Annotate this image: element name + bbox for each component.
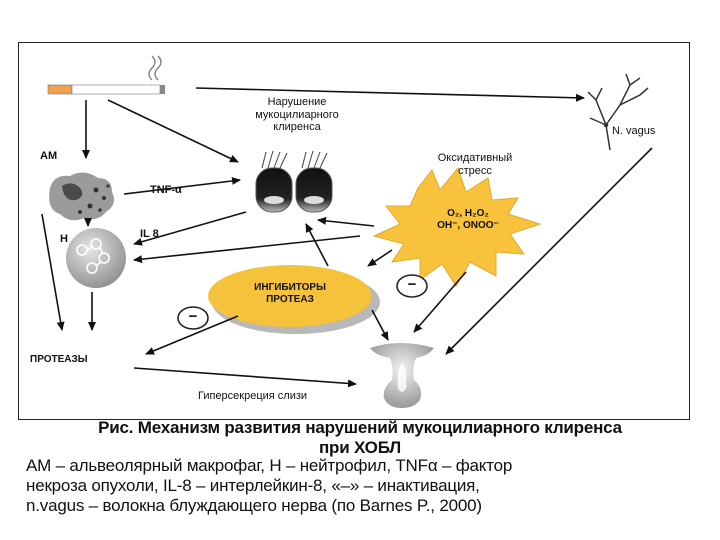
arrow-ox-to-h [133,235,361,264]
label-il8: IL 8 [140,228,159,240]
caption-body-line2: некроза опухоли, IL-8 – интерлейкин-8, «… [26,476,480,495]
oxidative-stress-burst [372,166,542,287]
arrow-ox-to-gland [413,271,467,333]
label-h: Н [60,233,68,245]
label-mucociliary: Нарушение мукоцилиарного клиренса [222,96,372,134]
label-am: АМ [40,150,58,162]
label-n-vagus: N. vagus [612,125,656,137]
label-tnf: TNF-α [150,184,182,196]
figure-caption-body: АМ – альвеолярный макрофаг, Н – нейтрофи… [26,456,696,516]
arrow-vagus-to-gland [445,147,653,355]
caption-title-line1: Рис. Механизм развития нарушений мукоцил… [98,418,622,437]
caption-body-line1: АМ – альвеолярный макрофаг, Н – нейтрофи… [26,456,513,475]
inhibition-symbol-1 [177,306,209,330]
caption-body-line3: n.vagus – волокна блуждающего нерва (по … [26,496,482,515]
arrow-ox-to-cilia [317,216,375,227]
label-minus-1: − [188,308,198,325]
figure-caption-title: Рис. Механизм развития нарушений мукоцил… [0,418,720,458]
label-inhibitors-line1: ИНГИБИТОРЫ [254,282,326,293]
label-oxidative: Оксидативный стресс [400,152,550,177]
arrow-ox-to-inhib [367,249,393,267]
label-oxidative-line2: стресс [458,164,492,177]
label-minus-2: − [407,276,417,293]
label-hypersecretion: Гиперсекреция слизи [198,390,308,402]
label-oxidants-line1: O₂, H₂O₂ [447,208,489,219]
label-mucociliary-line1: Нарушение [267,96,327,108]
label-inhibitors: ИНГИБИТОРЫ ПРОТЕАЗ [230,282,350,305]
arrow-inhib-to-gland [371,309,389,341]
arrow-inhib-to-proteases [145,315,239,355]
arrow-proteases-to-gland [133,367,357,388]
caption-title-line2: при ХОБЛ [318,438,402,457]
mucous-gland-icon [370,343,434,408]
label-mucociliary-line2: мукоцилиарного [255,108,339,121]
arrow-am-to-proteases [41,213,65,331]
arrow-il8-to-h [133,211,247,246]
ciliated-cells-icon [255,150,333,213]
label-oxidants: O₂, H₂O₂ OH⁻, ONOO⁻ [408,208,528,231]
arrow-inhib-to-cilia [305,223,329,267]
arrow-am-to-cilia-tnf [123,176,241,195]
macrophage-icon [49,172,114,221]
label-oxidants-line2: OH⁻, ONOO⁻ [437,219,499,231]
label-proteases: ПРОТЕАЗЫ [30,354,88,365]
vagus-nerve-icon [587,73,649,151]
diagram-frame [18,42,690,420]
arrow-cigarette-to-cilia [107,99,239,163]
arrows [41,87,653,388]
inhibition-symbol-2 [396,274,428,298]
label-oxidative-line1: Оксидативный [437,152,513,164]
label-mucociliary-line3: клиренса [273,121,321,134]
neutrophil-icon [66,228,126,288]
cigarette-icon [47,55,165,95]
arrow-cigarette-to-vagus [195,87,585,102]
protease-inhibitors-ellipse [208,265,380,334]
label-inhibitors-line2: ПРОТЕАЗ [266,293,314,305]
